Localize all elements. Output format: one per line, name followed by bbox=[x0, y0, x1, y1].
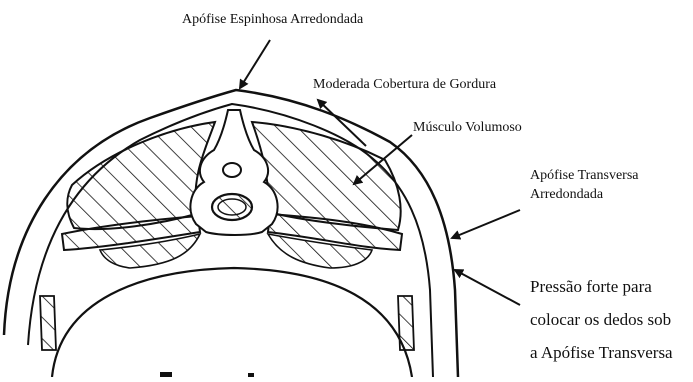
spinal-canal bbox=[223, 163, 241, 177]
label-fat-cover: Moderada Cobertura de Gordura bbox=[313, 77, 497, 92]
label-transverse-process-line1: Apófise Transversa bbox=[530, 168, 639, 183]
label-transverse-process-line2: Arredondada bbox=[530, 187, 604, 202]
caption-fragment-2 bbox=[248, 373, 254, 377]
label-spinous-process: Apófise Espinhosa Arredondada bbox=[182, 12, 364, 27]
arrow-spinous-process bbox=[240, 40, 270, 88]
left-rib bbox=[40, 296, 56, 350]
arrow-transverse-process bbox=[452, 210, 520, 238]
caption-fragment-1 bbox=[160, 372, 172, 377]
label-pressure-line1: Pressão forte para bbox=[530, 277, 652, 296]
abdominal-cavity-outline bbox=[52, 268, 412, 377]
label-pressure-line3: a Apófise Transversa bbox=[530, 343, 673, 362]
arrow-pressure bbox=[455, 270, 520, 305]
label-muscle: Músculo Volumoso bbox=[413, 120, 522, 135]
right-rib bbox=[398, 296, 414, 350]
label-pressure-line2: colocar os dedos sob bbox=[530, 310, 671, 329]
